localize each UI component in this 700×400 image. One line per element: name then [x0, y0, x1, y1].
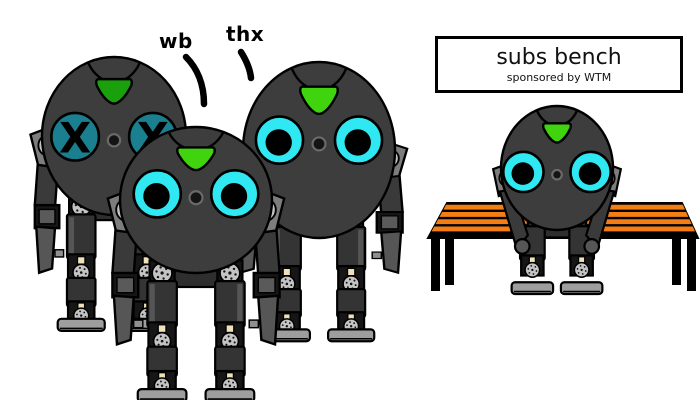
head-visor	[541, 122, 573, 144]
connector-plate	[346, 267, 356, 277]
hand	[248, 319, 260, 329]
forearm	[257, 294, 280, 347]
forearm	[34, 225, 57, 275]
forearm	[112, 294, 135, 347]
thigh-highlight	[237, 284, 243, 323]
hand	[513, 238, 531, 255]
robot-wb	[106, 125, 286, 400]
connector-plate	[76, 255, 86, 265]
thigh-highlight	[69, 217, 75, 255]
leg-right	[204, 259, 256, 400]
camera-nose	[188, 190, 204, 206]
elbow-panel	[257, 276, 276, 294]
subs-bench-sign: subs bench sponsored by WTM	[435, 36, 683, 93]
camera-nose	[106, 133, 122, 148]
sign-title: subs bench	[496, 45, 622, 71]
elbow-panel	[380, 215, 399, 230]
thx-label: thx	[226, 22, 265, 46]
bench-leg	[431, 236, 440, 291]
robot-sub	[491, 104, 623, 296]
elbow-panel	[116, 276, 135, 294]
servo-horn-icon	[573, 261, 590, 278]
thx-pointer-line	[237, 48, 255, 82]
bench-leg	[445, 236, 454, 285]
forearm	[380, 230, 403, 275]
hand	[371, 251, 383, 260]
head-visor	[95, 77, 133, 105]
head-visor	[176, 146, 216, 172]
servo-horn-icon	[220, 331, 240, 351]
pupil	[344, 129, 371, 156]
foot	[204, 387, 256, 400]
thigh-highlight	[149, 284, 155, 323]
head-group	[118, 125, 274, 275]
x-eye-glyph: X	[59, 114, 91, 163]
camera-nose	[311, 136, 327, 152]
connector-plate	[282, 267, 292, 277]
pupil	[265, 129, 292, 156]
wb-label: wb	[159, 29, 193, 53]
elbow-panel	[38, 208, 56, 225]
pupil	[578, 162, 602, 185]
dead-eye-left	[50, 111, 101, 162]
hand	[583, 238, 601, 255]
camera-nose	[551, 168, 563, 181]
head-visor	[299, 85, 339, 116]
connector-plate	[225, 324, 235, 334]
thigh-highlight	[358, 229, 364, 267]
hand	[132, 319, 144, 329]
pupil	[511, 162, 535, 185]
sign-subtitle: sponsored by WTM	[506, 70, 612, 84]
bench-leg	[672, 236, 681, 285]
leg-left	[136, 259, 188, 400]
head	[499, 104, 615, 232]
servo-horn-icon	[524, 261, 541, 278]
foot	[136, 387, 188, 400]
connector-plate	[157, 324, 167, 334]
pupil	[143, 183, 170, 210]
leg-left	[510, 225, 555, 296]
pupil	[220, 183, 248, 210]
wb-pointer-line	[182, 53, 208, 108]
head-group	[241, 60, 397, 240]
head-group	[499, 104, 615, 232]
bench-leg	[687, 236, 696, 291]
hand	[54, 249, 65, 258]
